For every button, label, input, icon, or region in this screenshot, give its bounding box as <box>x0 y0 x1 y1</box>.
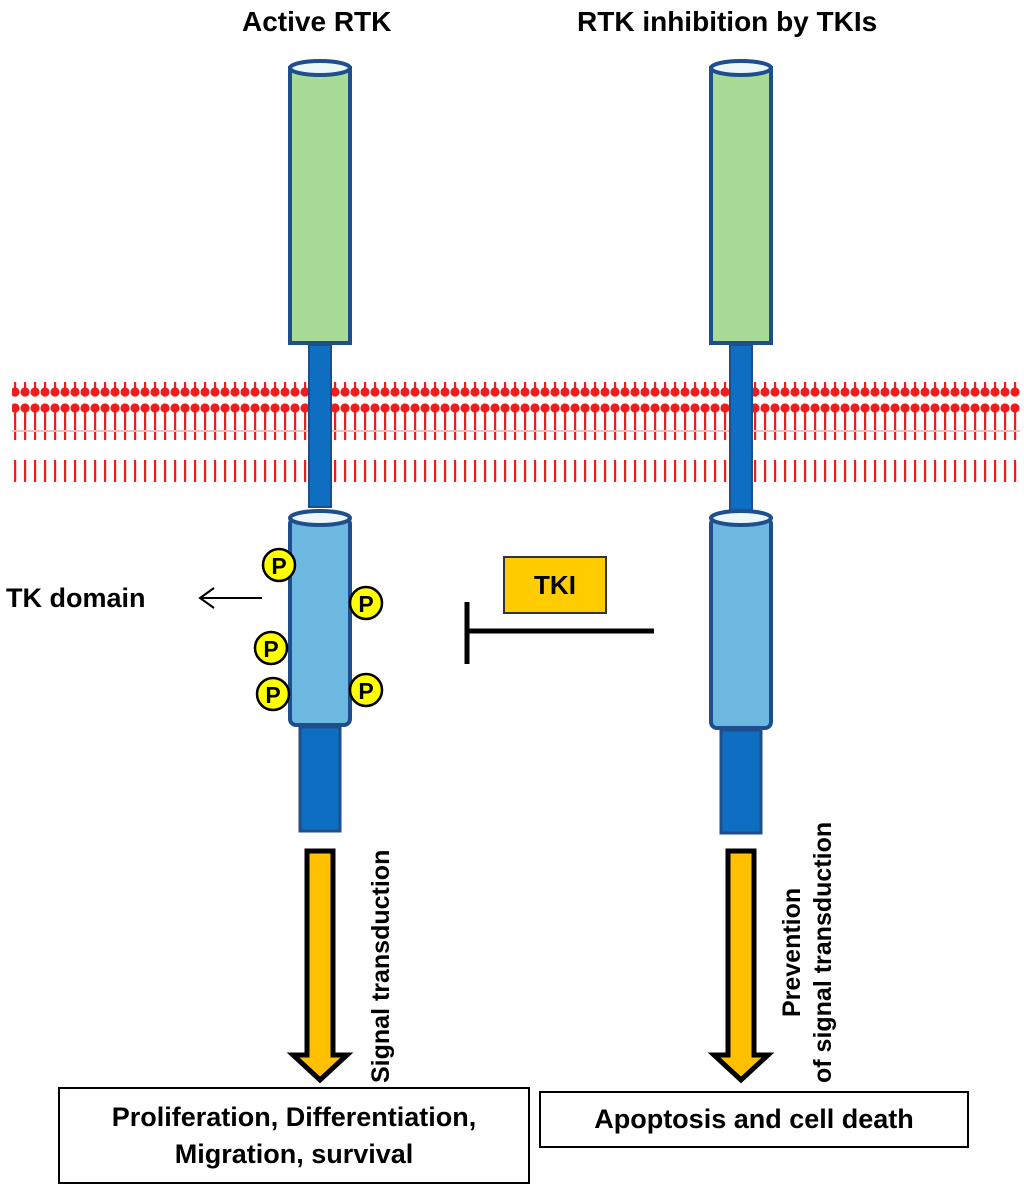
phosphate-groups: P P P P P <box>253 547 384 712</box>
signal-transduction-label: Signal transduction <box>367 849 395 1083</box>
prevention-line-1: Prevention <box>778 887 806 1018</box>
c-terminal-tail-right <box>719 728 763 835</box>
kinase-domain-left <box>288 516 352 727</box>
transmembrane-stalk-right <box>729 344 753 516</box>
tki-box: TKI <box>503 556 607 614</box>
outcome-box-right: Apoptosis and cell death <box>539 1091 969 1148</box>
cell-membrane <box>12 382 1020 482</box>
svg-text:P: P <box>263 636 278 662</box>
title-active-rtk: Active RTK <box>242 6 392 37</box>
svg-text:P: P <box>271 553 286 579</box>
phosphate-1: P <box>261 547 297 583</box>
phosphate-3: P <box>253 630 289 666</box>
tk-domain-pointer-arrow <box>198 587 262 609</box>
outcome-left-line-2: Migration, survival <box>174 1138 414 1169</box>
phosphate-4: P <box>255 676 291 712</box>
inhibition-symbol <box>464 602 654 664</box>
phosphate-2: P <box>348 585 384 621</box>
extracellular-domain-right <box>709 66 773 345</box>
tk-domain-label: TK domain <box>6 583 146 613</box>
phosphate-5: P <box>348 672 384 708</box>
outcome-box-left: Proliferation, Differentiation, Migratio… <box>58 1087 530 1184</box>
prevention-line-2: of signal transduction <box>809 821 838 1083</box>
signal-arrow-left <box>286 848 354 1084</box>
svg-text:P: P <box>358 591 373 617</box>
active-rtk-receptor <box>288 59 352 833</box>
signal-arrow-right <box>707 848 775 1084</box>
kinase-domain-right <box>709 516 773 730</box>
c-terminal-tail-left <box>298 725 342 833</box>
svg-text:P: P <box>265 682 280 708</box>
extracellular-domain-left <box>288 66 352 345</box>
svg-text:P: P <box>358 678 373 704</box>
prevention-label: Prevention of signal transduction <box>777 822 840 1083</box>
outcome-left-line-1: Proliferation, Differentiation, <box>111 1102 477 1133</box>
title-rtk-inhibition: RTK inhibition by TKIs <box>577 6 878 37</box>
transmembrane-stalk-left <box>308 344 332 508</box>
inhibited-rtk-receptor <box>709 59 773 835</box>
